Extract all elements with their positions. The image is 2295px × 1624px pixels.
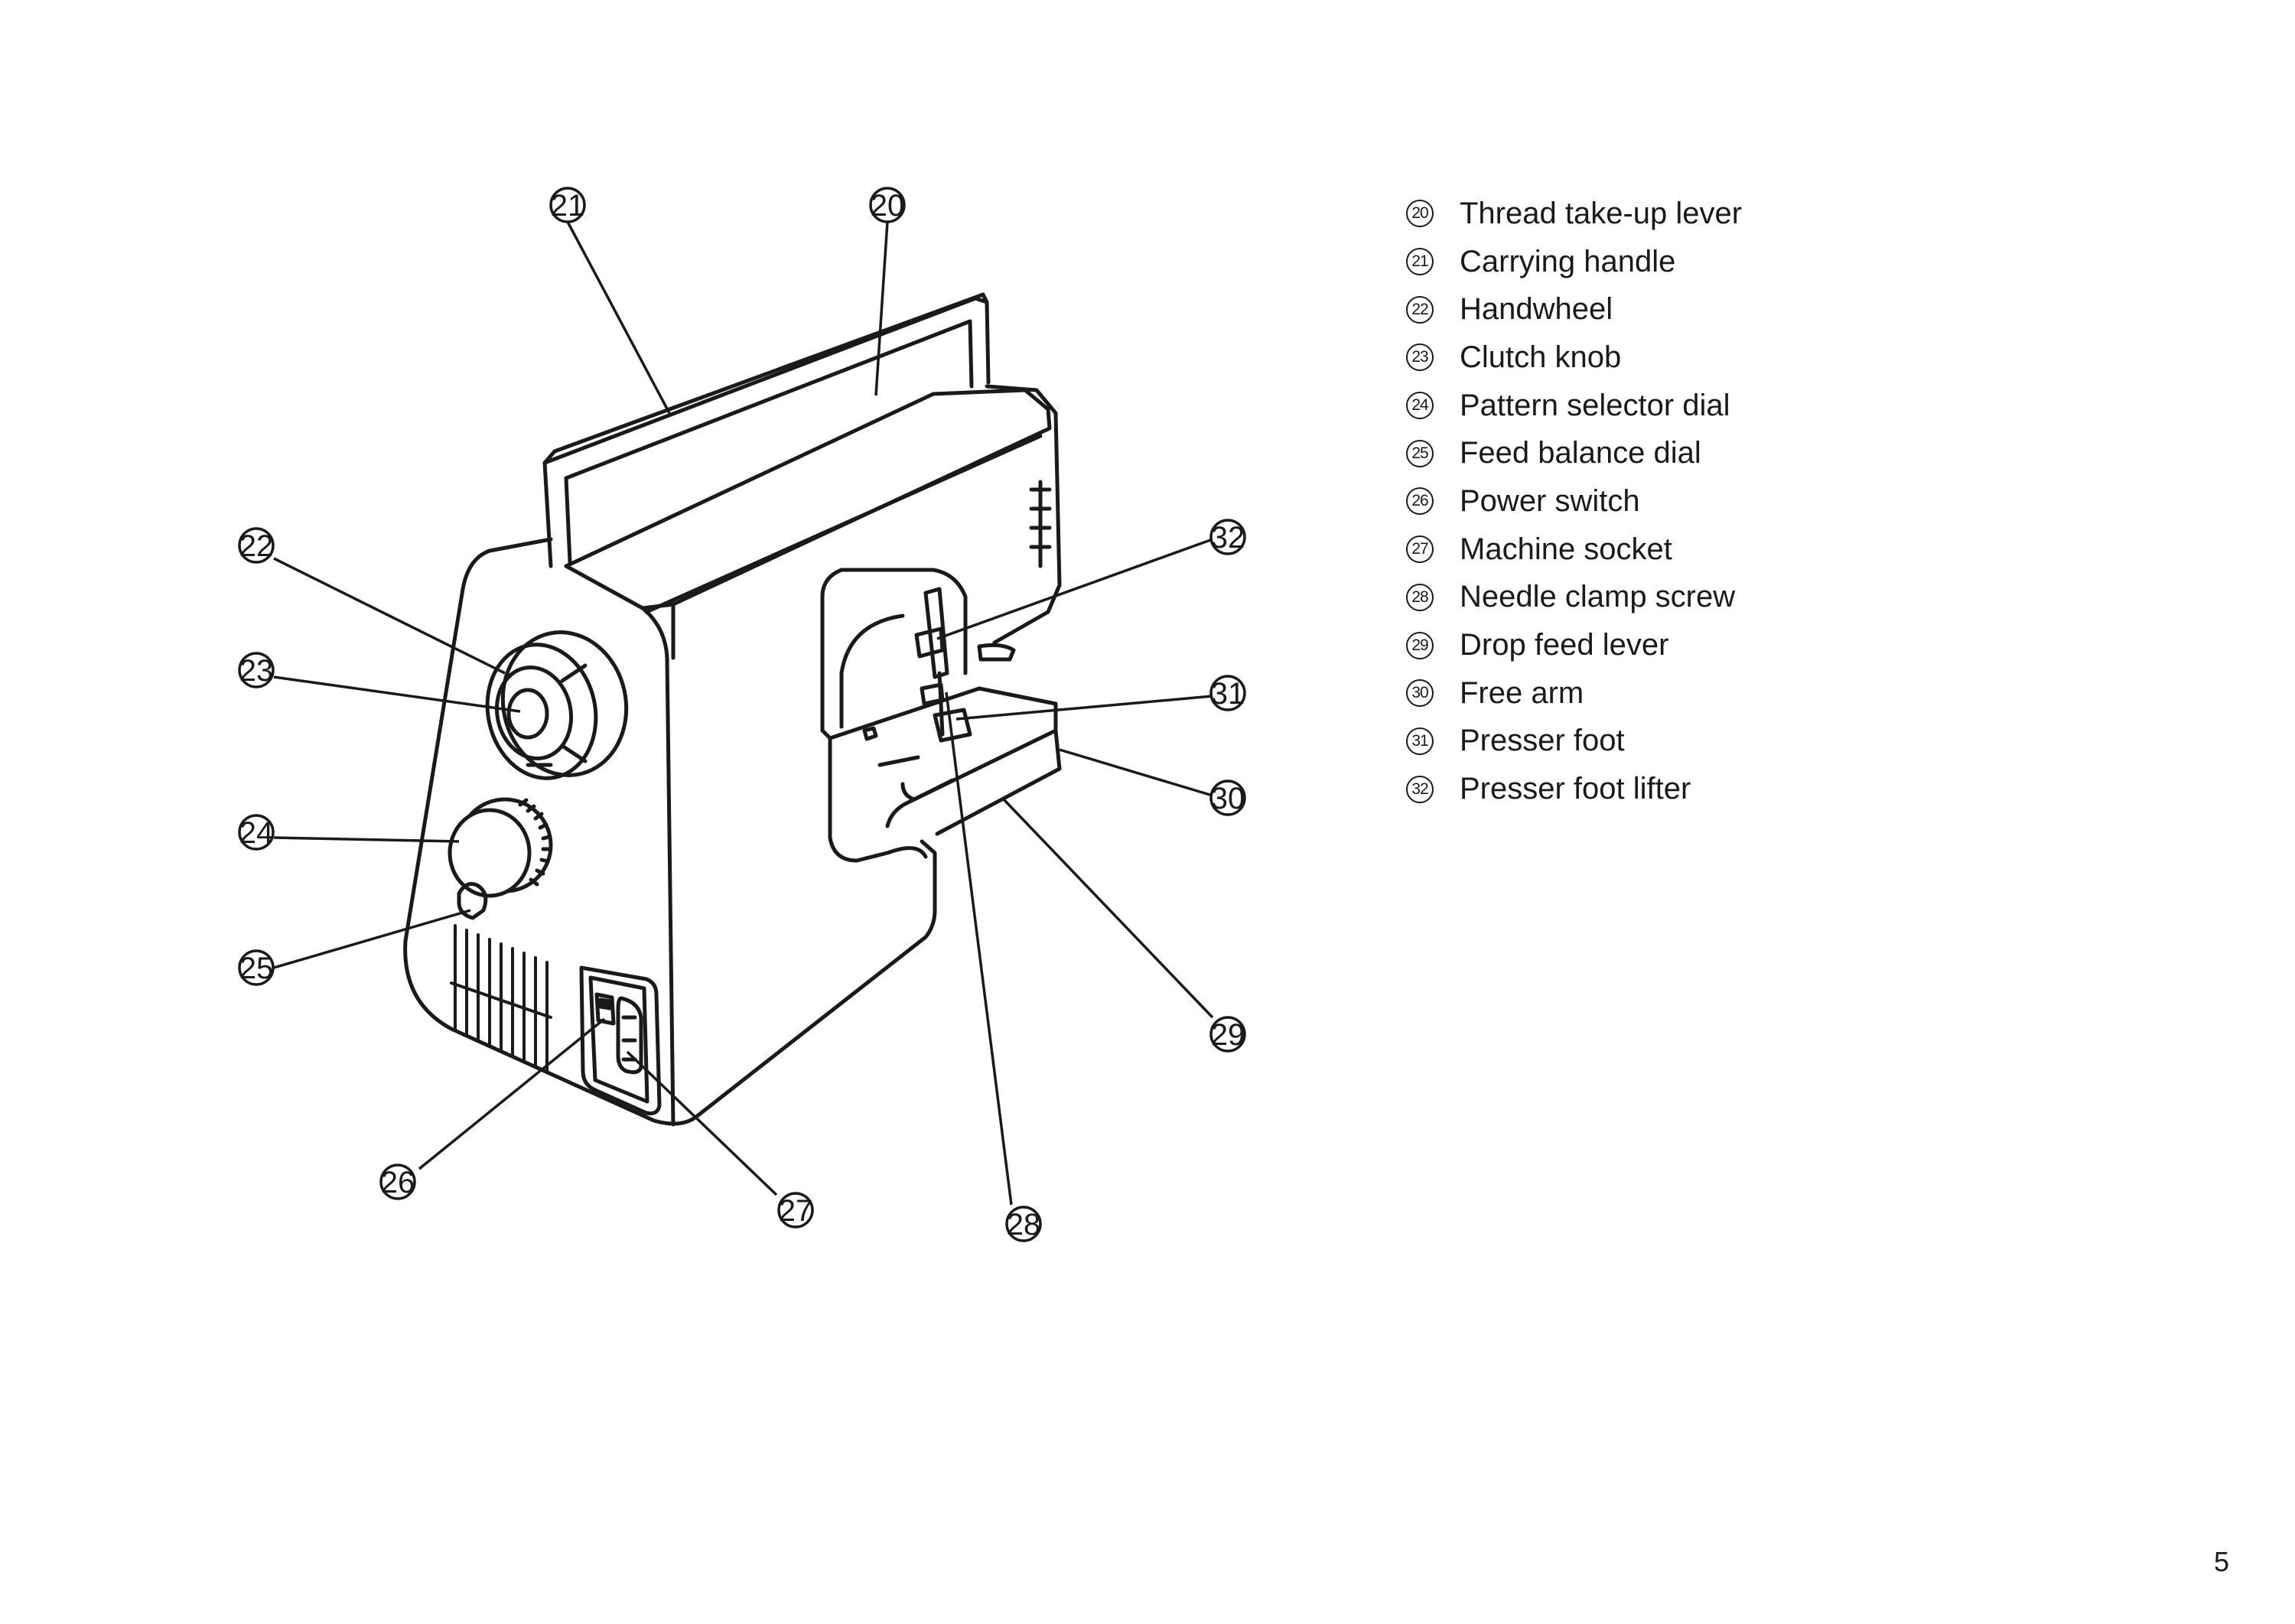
callout-27-number: 27 [779,1194,813,1228]
callout-20: 20 [869,187,906,223]
legend-number: 23 [1406,343,1434,372]
legend-label: Presser foot [1460,724,1625,758]
callout-22-number: 22 [239,529,274,563]
legend-item: 29 Drop feed lever [1406,621,2018,669]
carrying-handle [542,292,991,568]
callout-27: 27 [777,1192,814,1229]
leader-line-29 [1002,798,1214,1019]
feed-balance-dial [457,882,488,920]
needle-assembly [862,587,1016,743]
legend-item: 31 Presser foot [1406,718,2018,766]
machine-head [985,384,1062,645]
legend-item: 32 Presser foot lifter [1406,765,2018,813]
leader-line-26 [418,1017,606,1170]
arm-opening [820,568,968,733]
legend-item: 25 Feed balance dial [1406,429,2018,477]
callout-23: 23 [238,652,275,688]
callout-21-number: 21 [551,189,585,223]
legend-label: Carrying handle [1460,244,1676,278]
page-number: 5 [2213,1546,2229,1577]
legend-item: 30 Free arm [1406,669,2018,718]
callout-31: 31 [1209,675,1246,711]
legend-number: 29 [1406,631,1434,659]
callout-28-number: 28 [1007,1208,1041,1242]
callout-31-number: 31 [1211,677,1245,711]
handwheel [485,630,629,780]
ventilation-grille [450,924,552,1073]
leader-line-28 [945,692,1013,1206]
leader-line-20 [874,221,889,396]
legend-item: 22 Handwheel [1406,285,2018,334]
leader-line-22 [273,557,506,675]
top-cover [564,388,1052,614]
legend-label: Handwheel [1460,292,1613,327]
callout-23-number: 23 [239,654,274,688]
legend-item: 21 Carrying handle [1406,238,2018,286]
leader-lines [273,221,1214,1206]
callout-26: 26 [379,1163,416,1200]
callout-30-number: 30 [1211,782,1245,815]
legend-number: 27 [1406,535,1434,564]
legend-number: 31 [1406,727,1434,755]
parts-legend: 20 Thread take-up lever 21 Carrying hand… [1406,190,2018,813]
legend-label: Presser foot lifter [1460,772,1691,806]
callout-24: 24 [238,814,275,851]
callout-22: 22 [238,527,275,564]
legend-number: 24 [1406,392,1434,420]
legend-item: 28 Needle clamp screw [1406,574,2018,622]
legend-item: 27 Machine socket [1406,526,2018,574]
free-arm [820,686,1062,863]
legend-label: Feed balance dial [1460,436,1701,470]
legend-number: 30 [1406,679,1434,708]
callout-circles: 21 20 22 23 24 25 26 27 [238,187,1246,1242]
callout-20-number: 20 [871,189,905,223]
callout-32: 32 [1209,519,1246,555]
legend-label: Pattern selector dial [1460,388,1730,422]
legend-label: Power switch [1460,483,1640,518]
callout-24-number: 24 [239,816,274,850]
legend-label: Free arm [1460,675,1584,710]
leader-line-32 [936,538,1213,640]
legend-number: 25 [1406,439,1434,467]
callout-29-number: 29 [1211,1018,1245,1052]
legend-number: 32 [1406,775,1434,803]
legend-label: Machine socket [1460,532,1672,566]
legend-item: 24 Pattern selector dial [1406,382,2018,430]
machine-body [403,537,937,1127]
callout-26-number: 26 [381,1166,415,1199]
callout-32-number: 32 [1211,521,1245,555]
legend-label: Thread take-up lever [1460,196,1743,230]
switch-socket-panel [579,965,662,1115]
callout-29: 29 [1209,1016,1246,1053]
leader-line-24 [273,836,460,843]
leader-line-21 [566,221,671,414]
leader-line-30 [1059,748,1213,797]
legend-number: 20 [1406,200,1434,228]
callout-21: 21 [549,187,586,223]
legend-label: Drop feed lever [1460,628,1669,662]
legend-number: 28 [1406,583,1434,611]
leader-line-31 [955,695,1213,721]
pattern-selector-dial [448,797,553,898]
callout-30: 30 [1209,779,1246,816]
legend-number: 26 [1406,487,1434,516]
callout-28: 28 [1005,1206,1042,1242]
leader-line-25 [273,909,471,969]
leader-line-23 [273,675,521,713]
legend-item: 26 Power switch [1406,477,2018,526]
leader-line-27 [626,1050,778,1196]
callout-25: 25 [238,949,275,986]
legend-item: 23 Clutch knob [1406,334,2018,382]
legend-label: Clutch knob [1460,340,1622,374]
callout-25-number: 25 [239,952,274,985]
sewing-machine-illustration [403,292,1062,1127]
legend-number: 22 [1406,295,1434,324]
legend-label: Needle clamp screw [1460,580,1736,614]
legend-item: 20 Thread take-up lever [1406,190,2018,238]
legend-number: 21 [1406,248,1434,276]
